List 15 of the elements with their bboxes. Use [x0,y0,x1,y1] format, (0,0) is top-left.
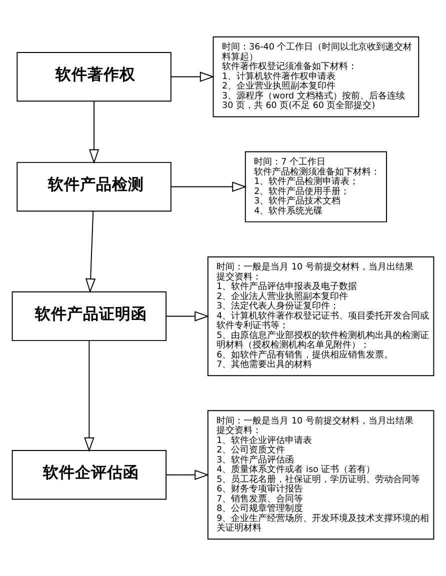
node-box: 时间：7 个工作日 软件产品检测须准备如下材料： 1、软件产品检测申请表； 2、软件产品使用手册； 3、软件产品技术文档 4、软件系统光碟 [244,151,387,222]
arrow [88,100,100,164]
arrow [85,210,96,294]
node-box: 软件产品证明函 [12,291,167,342]
node-box: 软件企评估函 [12,450,167,500]
arrow [84,340,94,452]
node-box: 时间：一般是当月 10 号前提交材料，当月出结果 提交资料： 1、软件产品评估申报表及电子数据 2、企业法人营业执照副本复印件 3、法定代表人身份证复印件； 4、计算机软件著作权登记证书、项目委托开发合同或软件专利证书等； 5、由原信息产业部授权的软件检测机构出具的检测证明材料（授权检测机构名单见附件）； 6、如软件产品有销售，提供相应销售发票。 7、其他需要出具的材料 [207,256,434,376]
node-box: 时间：36-40 个工作日（时间以北京收到递交材料算起） 软件著作权登记须准备如下材料： 1、计算机软件著作权申请表 2、企业营业执照副本复印件 3、源程序（word 文档格式）按前、后各连续 30 页，共 60 页(不足 60 页全部提交) [212,36,420,118]
arrow [166,311,210,322]
node-box: 软件产品检测 [16,162,172,212]
arrow [166,470,210,480]
arrow [170,182,247,192]
arrow [170,72,215,82]
node-box: 软件著作权 [16,52,172,102]
node-box: 时间：一般是当月 10 号前提交材料，当月出结果 提交资料： 1、软件企业评估申请表 2、公司资质文件 3、软件产品评估函 4、质量体系文件或者 iso 证书（若有） 5、员工花名册，社保证明，学历证明、劳动合同等 6、财务专项审计报告 7、销售发票、合同等 8、公司规章管理制度 9、企业生产经营场所、开发环境及技术支撑环境的相关证明材料 [207,410,434,540]
